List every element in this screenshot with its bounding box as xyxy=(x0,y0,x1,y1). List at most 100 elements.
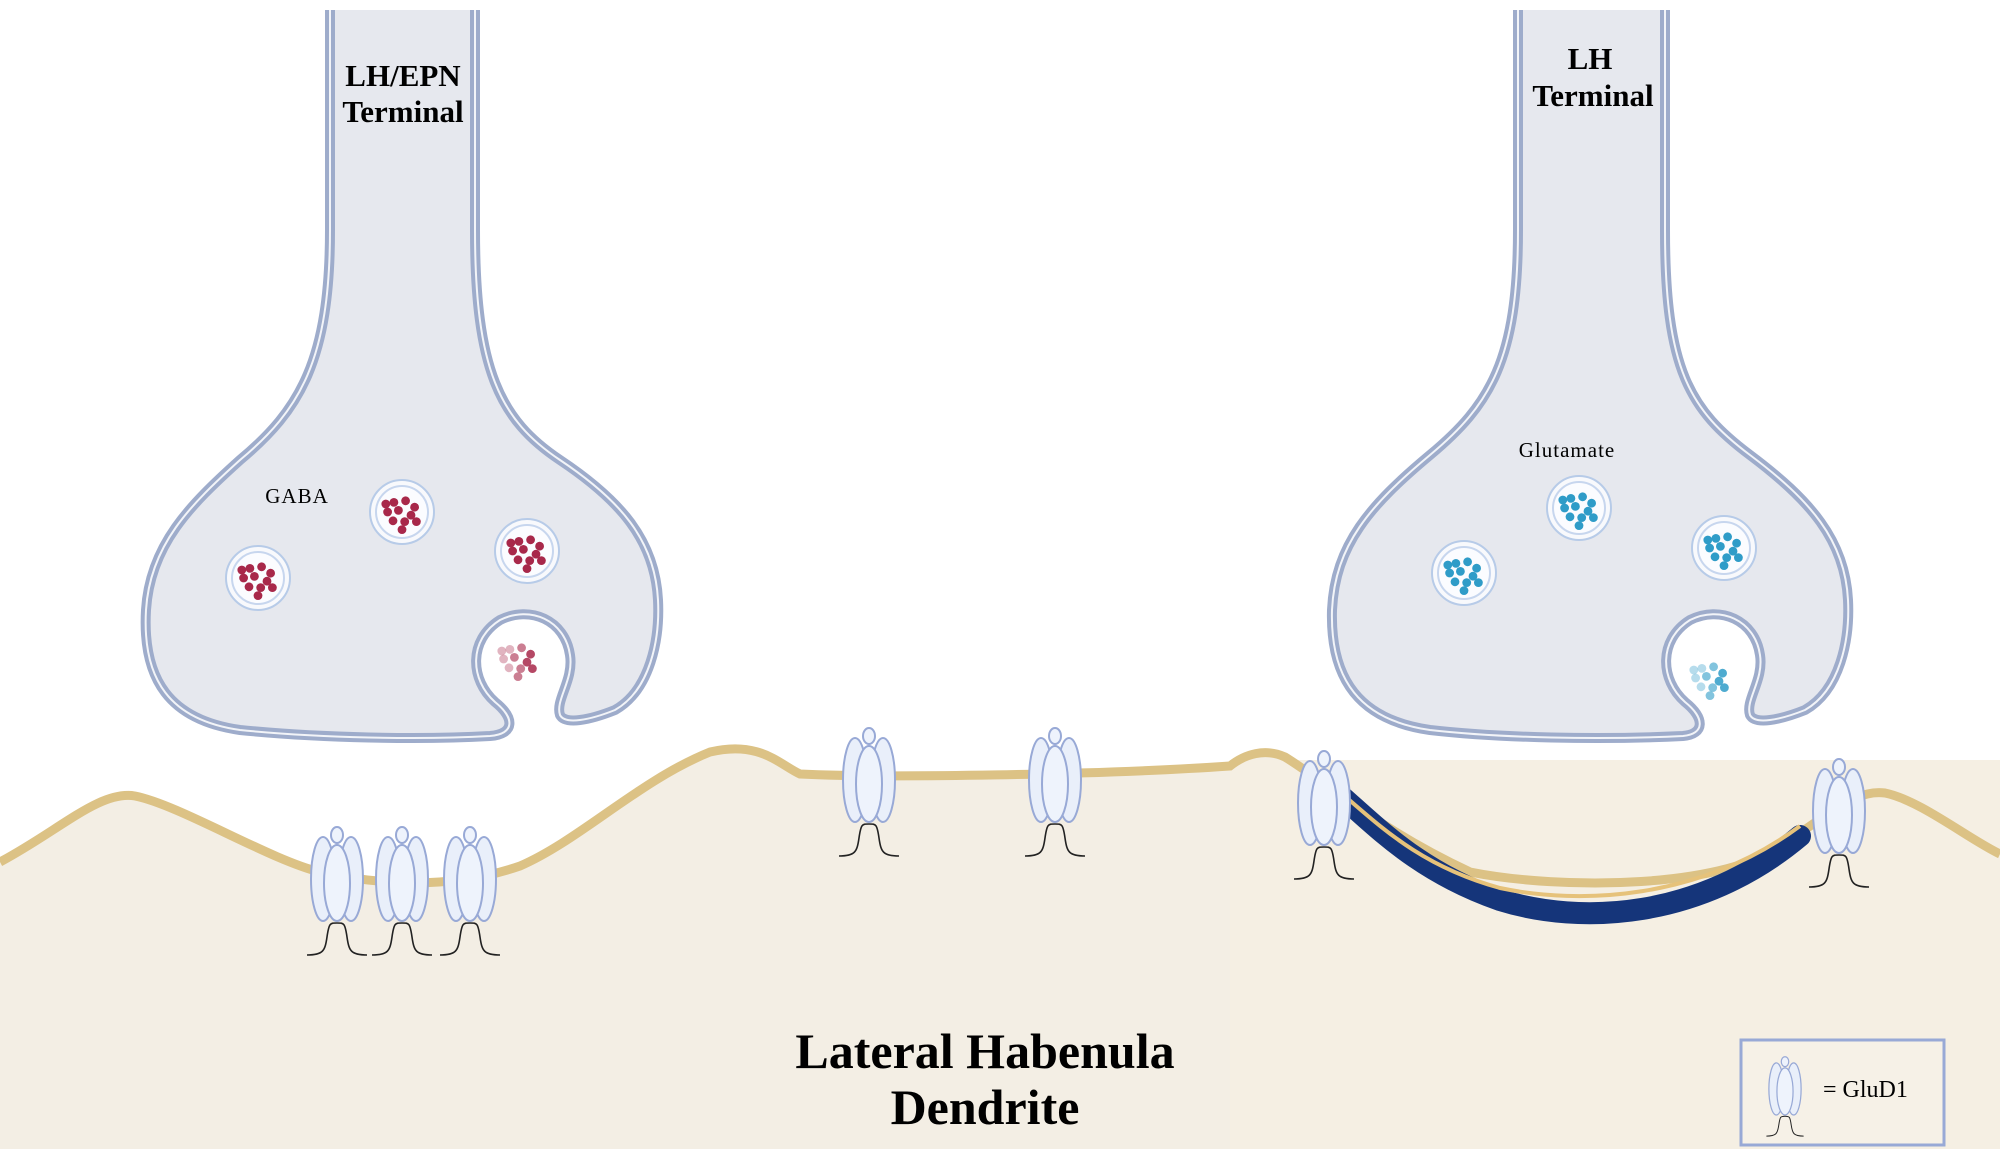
lh-epn-terminal: LH/EPN Terminal GABA xyxy=(140,10,664,743)
glutamate-vesicle xyxy=(1689,662,1729,700)
glutamate-molecule xyxy=(1578,492,1587,502)
gaba-molecule xyxy=(400,517,410,526)
glutamate-vesicle xyxy=(1691,515,1757,581)
gaba-molecule xyxy=(517,643,526,653)
gaba-molecule xyxy=(497,646,507,656)
gaba-molecule xyxy=(526,649,535,659)
glutamate-molecule xyxy=(1565,512,1575,522)
glutamate-molecule xyxy=(1571,502,1580,511)
glutamate-molecule xyxy=(1705,691,1715,700)
glutamate-molecule xyxy=(1474,578,1483,587)
gaba-molecule xyxy=(522,657,532,667)
gaba-molecule xyxy=(513,555,523,565)
glutamate-molecule xyxy=(1728,546,1738,556)
gaba-molecule xyxy=(537,556,546,565)
glutamate-molecule xyxy=(1462,578,1472,587)
glutamate-molecule xyxy=(1450,577,1460,587)
gaba-vesicle xyxy=(494,518,560,584)
gaba-vesicle xyxy=(497,643,537,681)
glutamate-molecule xyxy=(1583,506,1593,516)
glutamate-molecule xyxy=(1714,676,1724,686)
glutamate-molecule xyxy=(1468,571,1478,581)
glutamate-label: Glutamate xyxy=(1519,438,1615,462)
gaba-molecule xyxy=(412,517,421,526)
gaba-molecule xyxy=(245,564,255,573)
gaba-molecule xyxy=(381,499,391,509)
glutamate-molecule xyxy=(1709,662,1718,672)
glutamate-molecule xyxy=(1696,682,1706,692)
postsynaptic-density xyxy=(1329,784,1811,925)
gaba-vesicle xyxy=(225,545,291,611)
glutamate-molecule xyxy=(1710,552,1720,562)
gaba-molecule xyxy=(401,496,410,506)
lh-epn-terminal-label-line2: Terminal xyxy=(342,94,464,129)
gaba-molecule xyxy=(519,545,528,554)
glutamate-molecule xyxy=(1587,498,1596,508)
dendrite-title-line1: Lateral Habenula xyxy=(795,1023,1174,1079)
glutamate-molecule xyxy=(1723,532,1732,542)
gaba-molecule xyxy=(535,541,544,551)
gaba-molecule xyxy=(250,572,259,581)
gaba-molecule xyxy=(499,654,508,664)
gaba-molecule xyxy=(394,506,403,515)
glutamate-molecule xyxy=(1703,535,1713,545)
glutamate-molecule xyxy=(1691,673,1700,683)
glutamate-molecule xyxy=(1560,503,1569,513)
membrane-highlight xyxy=(1338,790,1802,899)
gaba-vesicle xyxy=(369,479,435,545)
gaba-molecule xyxy=(389,498,399,507)
glutamate-molecule xyxy=(1716,542,1725,551)
gaba-molecule xyxy=(526,535,535,545)
gaba-molecule xyxy=(505,645,515,654)
gaba-molecule xyxy=(253,591,263,600)
gaba-molecule xyxy=(528,664,537,673)
glutamate-molecule xyxy=(1734,553,1743,562)
lh-terminal-label-line2: Terminal xyxy=(1532,78,1654,113)
legend: = GluD1 xyxy=(1739,1038,1946,1147)
gaba-label: GABA xyxy=(265,484,329,508)
glutamate-molecule xyxy=(1705,543,1714,553)
glutamate-molecule xyxy=(1558,495,1568,505)
glutamate-molecule xyxy=(1456,567,1465,576)
glutamate-molecule xyxy=(1443,560,1453,570)
glutamate-molecule xyxy=(1702,672,1711,681)
glutamate-molecule xyxy=(1451,559,1461,568)
glutamate-molecule xyxy=(1472,563,1481,573)
glutamate-molecule xyxy=(1708,683,1718,692)
gaba-molecule xyxy=(244,582,254,592)
dendrite-title-line2: Dendrite xyxy=(891,1079,1080,1135)
glutamate-molecule xyxy=(1722,553,1732,562)
glutamate-molecule xyxy=(1719,561,1729,570)
glutamate-molecule xyxy=(1589,513,1598,522)
gaba-molecule xyxy=(531,549,541,559)
gaba-molecule xyxy=(256,583,266,592)
glutamate-molecule xyxy=(1732,538,1741,548)
glutamate-molecule xyxy=(1718,668,1727,678)
gaba-molecule xyxy=(268,583,277,592)
gaba-molecule xyxy=(513,672,523,681)
gaba-molecule xyxy=(508,546,517,556)
lh-terminal-body xyxy=(1326,10,1854,743)
gaba-molecule xyxy=(504,663,514,673)
gaba-molecule xyxy=(522,564,532,573)
gaba-molecule xyxy=(514,537,524,546)
lh-epn-terminal-label-line1: LH/EPN xyxy=(345,58,460,93)
gaba-molecule xyxy=(525,556,535,565)
gaba-molecule xyxy=(262,576,272,586)
gaba-molecule xyxy=(510,653,519,662)
glutamate-molecule xyxy=(1463,557,1472,567)
glutamate-molecule xyxy=(1566,494,1576,503)
glutamate-molecule xyxy=(1445,568,1454,578)
glutamate-molecule xyxy=(1459,586,1469,595)
gaba-molecule xyxy=(406,510,416,520)
glutamate-molecule xyxy=(1689,665,1699,675)
glutamate-molecule xyxy=(1711,534,1721,543)
glutamate-vesicle xyxy=(1431,540,1497,606)
glutamate-molecule xyxy=(1720,683,1729,692)
glutamate-vesicle xyxy=(1546,475,1612,541)
gaba-molecule xyxy=(410,502,419,512)
gaba-molecule xyxy=(388,516,398,526)
gaba-molecule xyxy=(237,565,247,575)
legend-label: = GluD1 xyxy=(1823,1077,1908,1103)
